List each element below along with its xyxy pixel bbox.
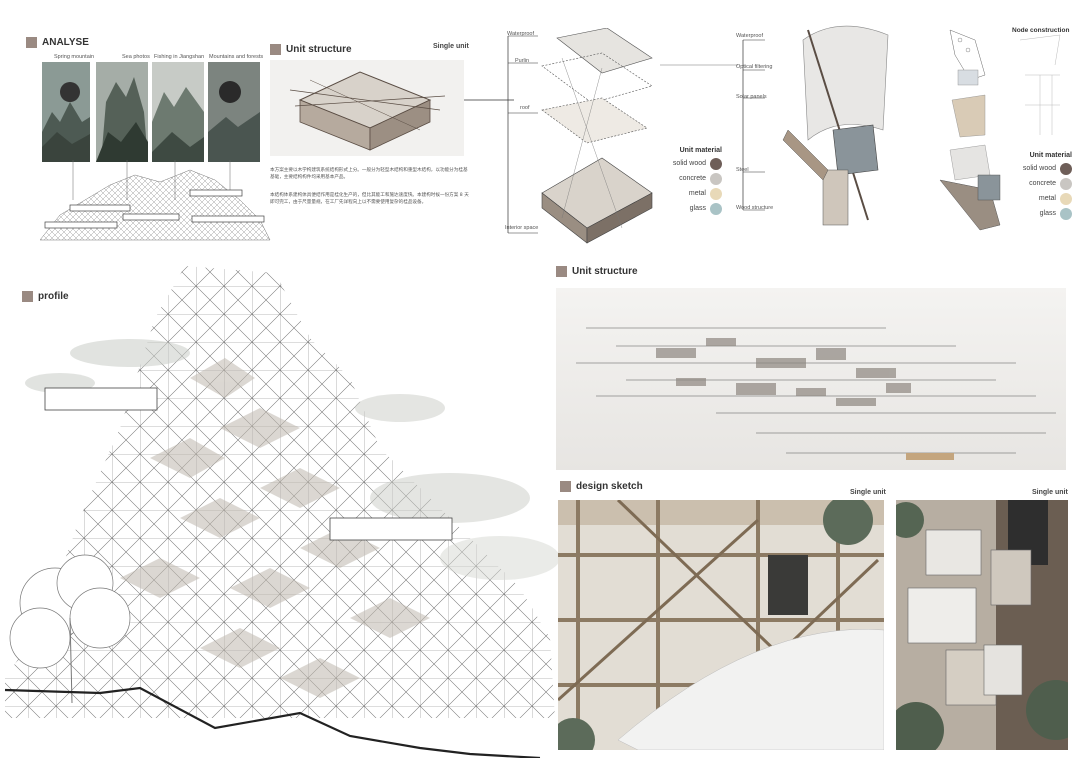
node-label: Waterproof	[736, 33, 764, 39]
material-swatch	[710, 157, 722, 170]
painting-thumbnail	[42, 62, 90, 162]
material-item: metal	[1010, 191, 1072, 206]
analyse-lattice-diagram	[40, 160, 271, 241]
node-bracket	[742, 39, 765, 211]
painting-thumbnail	[96, 62, 148, 162]
unit-house-render	[289, 71, 446, 151]
unit-material-list-right: Unit material solid wood concrete metal …	[1010, 152, 1072, 221]
painting-thumbnail	[152, 62, 204, 162]
tree-icon	[9, 554, 131, 704]
material-item: solid wood	[660, 156, 722, 171]
exploded-label: Waterproof	[507, 31, 535, 37]
material-item: glass	[660, 201, 722, 216]
unit-structure-mid-header: Unit structure	[556, 266, 638, 277]
analyse-title: ANALYSE	[42, 37, 89, 48]
node-label: Solar panels	[736, 94, 767, 100]
design-sketch-title: design sketch	[576, 481, 643, 492]
section-marker-icon	[556, 266, 567, 277]
unit-material-title: Unit material	[679, 147, 722, 154]
unit-structure-mid-title: Unit structure	[572, 266, 638, 277]
node-label: Optical filtering	[736, 64, 773, 70]
design-sketch-header: design sketch	[560, 481, 643, 492]
unit-paragraph-1: 本方案主要以木学构建筑系统结构形式上分。一般分为轻型木结构和重型木结构，以功能分…	[270, 168, 468, 180]
node-construction-render	[782, 25, 889, 226]
material-swatch	[1060, 207, 1072, 220]
single-unit-label: Single unit	[850, 489, 886, 496]
connector-line	[660, 64, 738, 66]
chip-label: Sea photos	[122, 54, 150, 60]
unit-structure-header: Unit structure	[270, 44, 352, 55]
node-label: Wood structure	[736, 205, 774, 211]
single-unit-label: Single unit	[433, 43, 469, 50]
material-swatch	[1060, 162, 1072, 175]
chip-label: Mountains and forests	[209, 54, 264, 60]
section-marker-icon	[270, 44, 281, 55]
profile-header: profile	[22, 291, 69, 302]
material-swatch	[710, 202, 722, 215]
exploded-label: roof	[520, 105, 530, 111]
design-sketch-photo-left	[558, 500, 884, 750]
exploded-label: Purlin	[515, 58, 530, 64]
unit-structure-strip	[556, 288, 1066, 470]
material-swatch	[1060, 177, 1072, 190]
exploded-label: Interior space	[505, 225, 539, 231]
connector-line	[464, 99, 514, 101]
unit-paragraph-2: 本结构体系建构体具便结作用是桂化生产的，但比其能工和施达速度快。本建构时候一份方…	[270, 193, 469, 205]
node-construction-title: Node construction	[1012, 27, 1070, 34]
painting-thumbnail	[208, 62, 260, 162]
unit-structure-title: Unit structure	[286, 44, 352, 55]
profile-title: profile	[38, 291, 69, 302]
material-swatch	[1060, 192, 1072, 205]
material-swatch	[710, 172, 722, 185]
profile-section-drawing	[4, 266, 560, 758]
single-unit-label: Single unit	[1032, 489, 1068, 496]
unit-material-title: Unit material	[1029, 152, 1072, 159]
analyse-header: ANALYSE	[26, 37, 89, 48]
material-item: metal	[660, 186, 722, 201]
chip-label: Spring mountain	[54, 54, 95, 60]
design-sketch-photo-right	[896, 500, 1068, 750]
material-item: glass	[1010, 206, 1072, 221]
material-item: concrete	[660, 171, 722, 186]
material-item: concrete	[1010, 176, 1072, 191]
unit-structure-strip-drawing	[576, 327, 1056, 460]
material-item: solid wood	[1010, 161, 1072, 176]
chip-label: Fishing in Jiangshan	[154, 54, 205, 60]
material-swatch	[710, 187, 722, 200]
unit-material-list: Unit material solid wood concrete metal …	[660, 147, 722, 216]
node-detail-renders	[939, 29, 1061, 231]
section-marker-icon	[22, 291, 33, 302]
section-marker-icon	[560, 481, 571, 492]
exploded-axonometric	[507, 28, 653, 244]
unit-render-panel	[270, 60, 464, 156]
section-marker-icon	[26, 37, 37, 48]
node-label: Steel	[736, 167, 749, 173]
